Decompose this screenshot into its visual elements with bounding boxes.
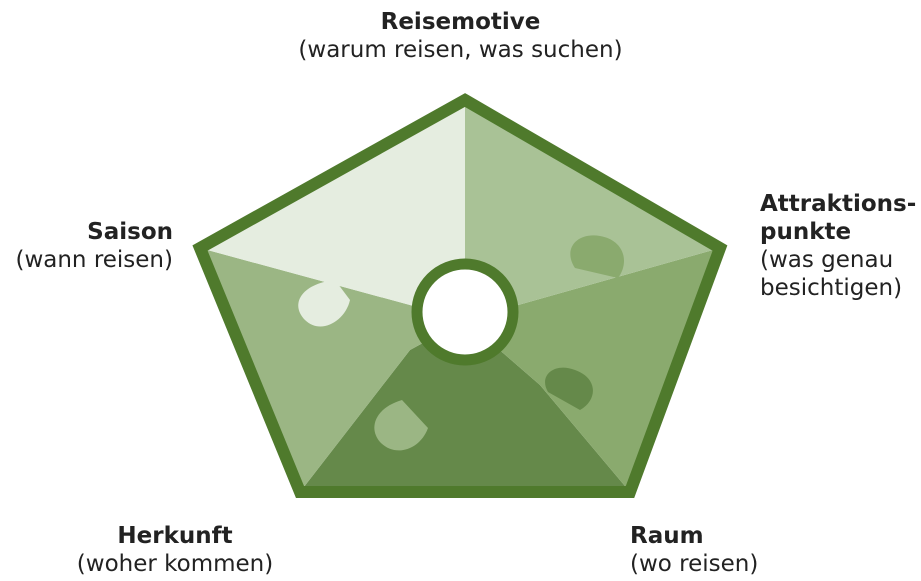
segment-lower-right — [465, 248, 720, 492]
puzzle-knob-top — [420, 156, 465, 217]
label-attraktionspunkte-subtitle-1: (was genau — [760, 247, 894, 273]
label-saison-title: Saison — [87, 219, 173, 245]
center-ring — [411, 258, 519, 366]
segment-top — [200, 100, 465, 320]
label-herkunft: Herkunft (woher kommen) — [40, 522, 310, 578]
puzzle-knob-right — [570, 235, 624, 278]
label-raum-subtitle: (wo reisen) — [630, 551, 759, 577]
label-attraktionspunkte: Attraktions- punkte (was genau besichtig… — [760, 190, 916, 302]
label-raum-title: Raum — [630, 523, 704, 549]
pentagon-border — [192, 93, 728, 498]
puzzle-knob-bottom — [374, 400, 428, 451]
label-reisemotive: Reisemotive (warum reisen, was suchen) — [0, 8, 921, 64]
puzzle-knob-lower-right — [545, 367, 593, 410]
puzzle-knob-left — [298, 280, 350, 327]
segment-bottom — [300, 320, 630, 492]
segment-right — [465, 100, 720, 320]
label-herkunft-subtitle: (woher kommen) — [76, 551, 274, 577]
label-raum: Raum (wo reisen) — [630, 522, 758, 578]
label-saison-subtitle: (wann reisen) — [15, 247, 173, 273]
label-reisemotive-title: Reisemotive — [380, 9, 541, 35]
label-saison: Saison (wann reisen) — [15, 218, 173, 274]
label-attraktionspunkte-title-1: Attraktions- — [760, 191, 917, 217]
label-attraktionspunkte-subtitle-2: besichtigen) — [760, 275, 903, 301]
label-reisemotive-subtitle: (warum reisen, was suchen) — [298, 37, 623, 63]
label-attraktionspunkte-title-2: punkte — [760, 219, 852, 245]
label-herkunft-title: Herkunft — [117, 523, 233, 549]
segment-left — [200, 248, 465, 492]
